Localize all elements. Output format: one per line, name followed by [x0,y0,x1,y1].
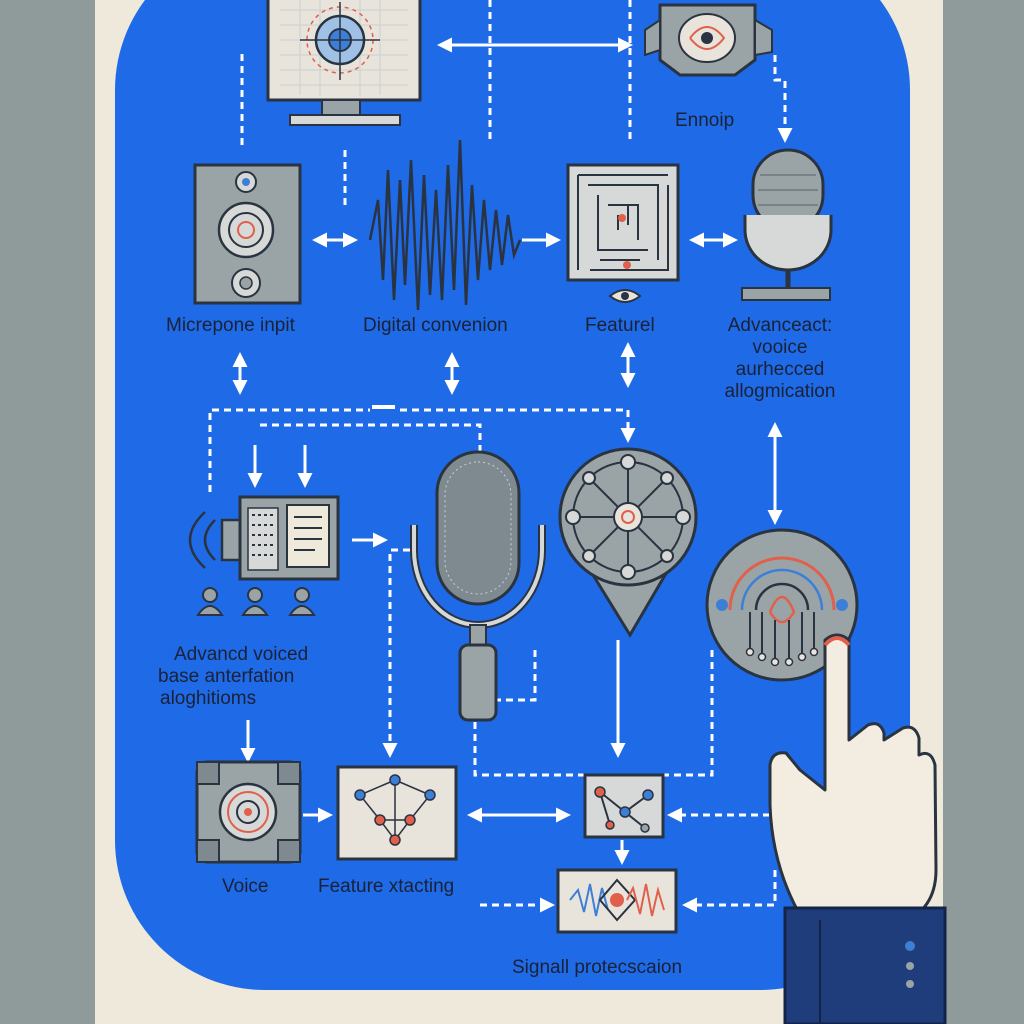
speaker-input-icon [193,163,302,305]
advanced-voice-label: Advanceact: vooice aurhecced allogmicati… [700,315,860,403]
signal-protection-label: Signall protecscaion [512,957,683,978]
advanced-voiced-line-2: base anterfation [158,666,295,687]
feature-graph-icon [336,765,458,861]
advanced-voice-line-2: vooice [752,337,808,358]
advanced-voice-line-3: aurhecced [735,359,825,380]
encryption-chip-icon [644,3,773,77]
speaker-document-icon [188,495,340,581]
maze-icon [566,163,680,282]
users-icon [196,587,316,616]
fingerprint-node-icon [705,528,859,682]
encryption-label: Ennoip [675,110,735,131]
studio-mic-icon [741,148,833,301]
neural-network-icon [558,447,698,638]
connectors [208,0,793,913]
pointing-hand-icon [768,633,947,1024]
digital-conversion-label: Digital convenion [363,315,508,336]
node-graph-icon [583,773,665,839]
waveform-icon [368,139,522,311]
advanced-voiced-label: Advancd voiced base anterfation aloghiti… [158,644,308,710]
feature-label: Featurel [585,315,655,336]
microphone-input-label: Micrepone inpit [166,315,295,336]
monitor-target-icon [266,0,422,126]
voice-label: Voice [222,876,269,897]
feature-extracting-label: Feature xtacting [318,876,455,897]
advanced-voice-line-4: allogmication [724,381,836,402]
signal-waveform-icon [556,868,678,934]
chip-icon [195,760,302,864]
eye-icon [608,289,642,303]
advanced-voiced-line-3: aloghitioms [160,688,257,709]
advanced-voiced-line-1: Advancd voiced [174,644,309,665]
advanced-voice-line-1: Advanceact: [727,315,833,336]
large-microphone-icon [410,450,546,722]
